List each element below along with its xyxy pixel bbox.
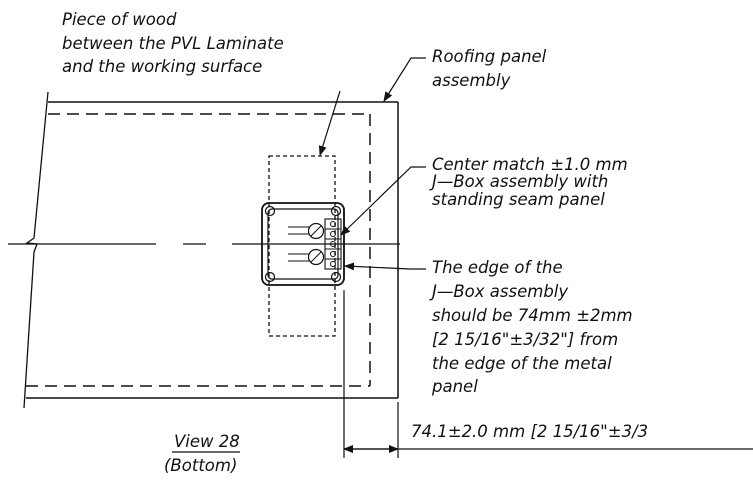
break-line <box>23 91 49 409</box>
leaders <box>318 57 426 271</box>
center-match-note: Center match ±1.0 mm J—Box assembly with… <box>429 155 633 209</box>
roofing-panel-label: Roofing panel assembly <box>432 47 552 90</box>
roofing-panel <box>26 101 399 399</box>
view-subtitle: (Bottom) <box>164 456 237 475</box>
j-box <box>261 202 345 286</box>
edge-note: The edge of the J—Box assembly should be… <box>429 258 638 396</box>
view-title: View 28 <box>174 432 240 451</box>
wood-note: Piece of wood between the PVL Laminate a… <box>62 10 289 76</box>
dimension-74mm <box>343 290 753 458</box>
dimension-label: 74.1±2.0 mm [2 15/16"±3/3 <box>411 422 648 441</box>
